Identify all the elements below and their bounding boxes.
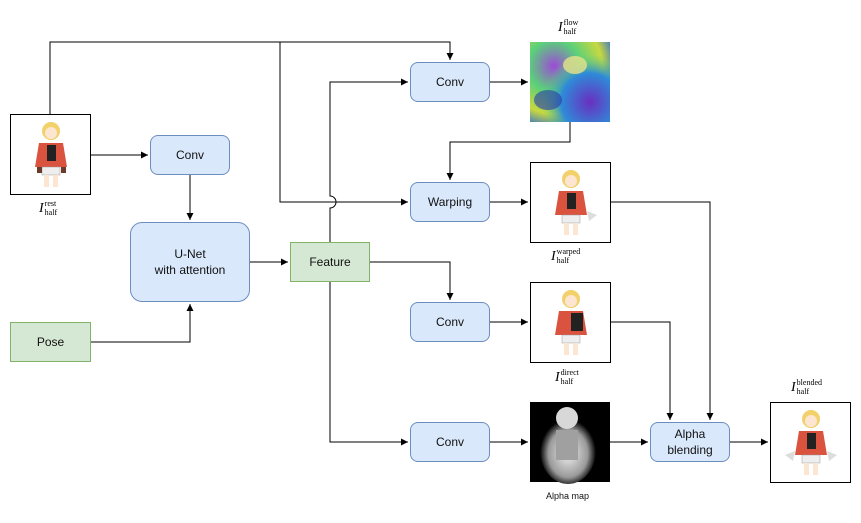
warped-image [530, 162, 611, 243]
direct-image [530, 282, 611, 363]
feature-node: Feature [290, 242, 370, 282]
edge-direct-to-blending [610, 321, 674, 420]
character-figure [785, 410, 837, 475]
conv-bottom-label: Conv [435, 435, 464, 449]
edge-feature-to-conv-mid [370, 261, 454, 300]
blended-image [770, 402, 851, 483]
unet-node: U-Net with attention [130, 222, 250, 302]
edge-rest-to-warping [279, 42, 408, 206]
pose-node: Pose [10, 322, 91, 362]
warping-label: Warping [427, 195, 473, 209]
edge-rest-to-conv-top [49, 41, 454, 114]
flow-image [530, 42, 610, 122]
pose-label: Pose [36, 335, 65, 349]
character-figure [555, 170, 597, 235]
conv-top-label: Conv [435, 75, 464, 89]
conv-left-label: Conv [175, 148, 204, 162]
alpha-blending-node: Alpha blending [650, 422, 730, 462]
alpha-blending-line2: blending [667, 443, 713, 457]
alpha-blending-line1: Alpha [674, 427, 706, 441]
feature-label: Feature [309, 255, 351, 269]
conv-top-node: Conv [410, 62, 490, 102]
edge-feature-to-conv-bottom [329, 282, 408, 446]
character-figure [35, 122, 67, 187]
unet-label-line2: with attention [154, 263, 226, 277]
edge-warped-to-blending [610, 201, 714, 420]
edge-feature-to-conv-top [329, 78, 408, 242]
rest-image [10, 114, 91, 195]
edge-pose-to-unet [91, 304, 194, 343]
conv-left-node: Conv [150, 135, 230, 175]
conv-bottom-node: Conv [410, 422, 490, 462]
alpha-map-caption: Alpha map [546, 491, 590, 501]
conv-mid-label: Conv [435, 315, 464, 329]
character-figure [555, 290, 587, 355]
unet-label-line1: U-Net [174, 247, 206, 261]
conv-mid-node: Conv [410, 302, 490, 342]
warping-node: Warping [410, 182, 490, 222]
edges [49, 41, 768, 446]
edge-flow-to-warping [446, 122, 571, 180]
alpha-map-image [530, 402, 610, 484]
